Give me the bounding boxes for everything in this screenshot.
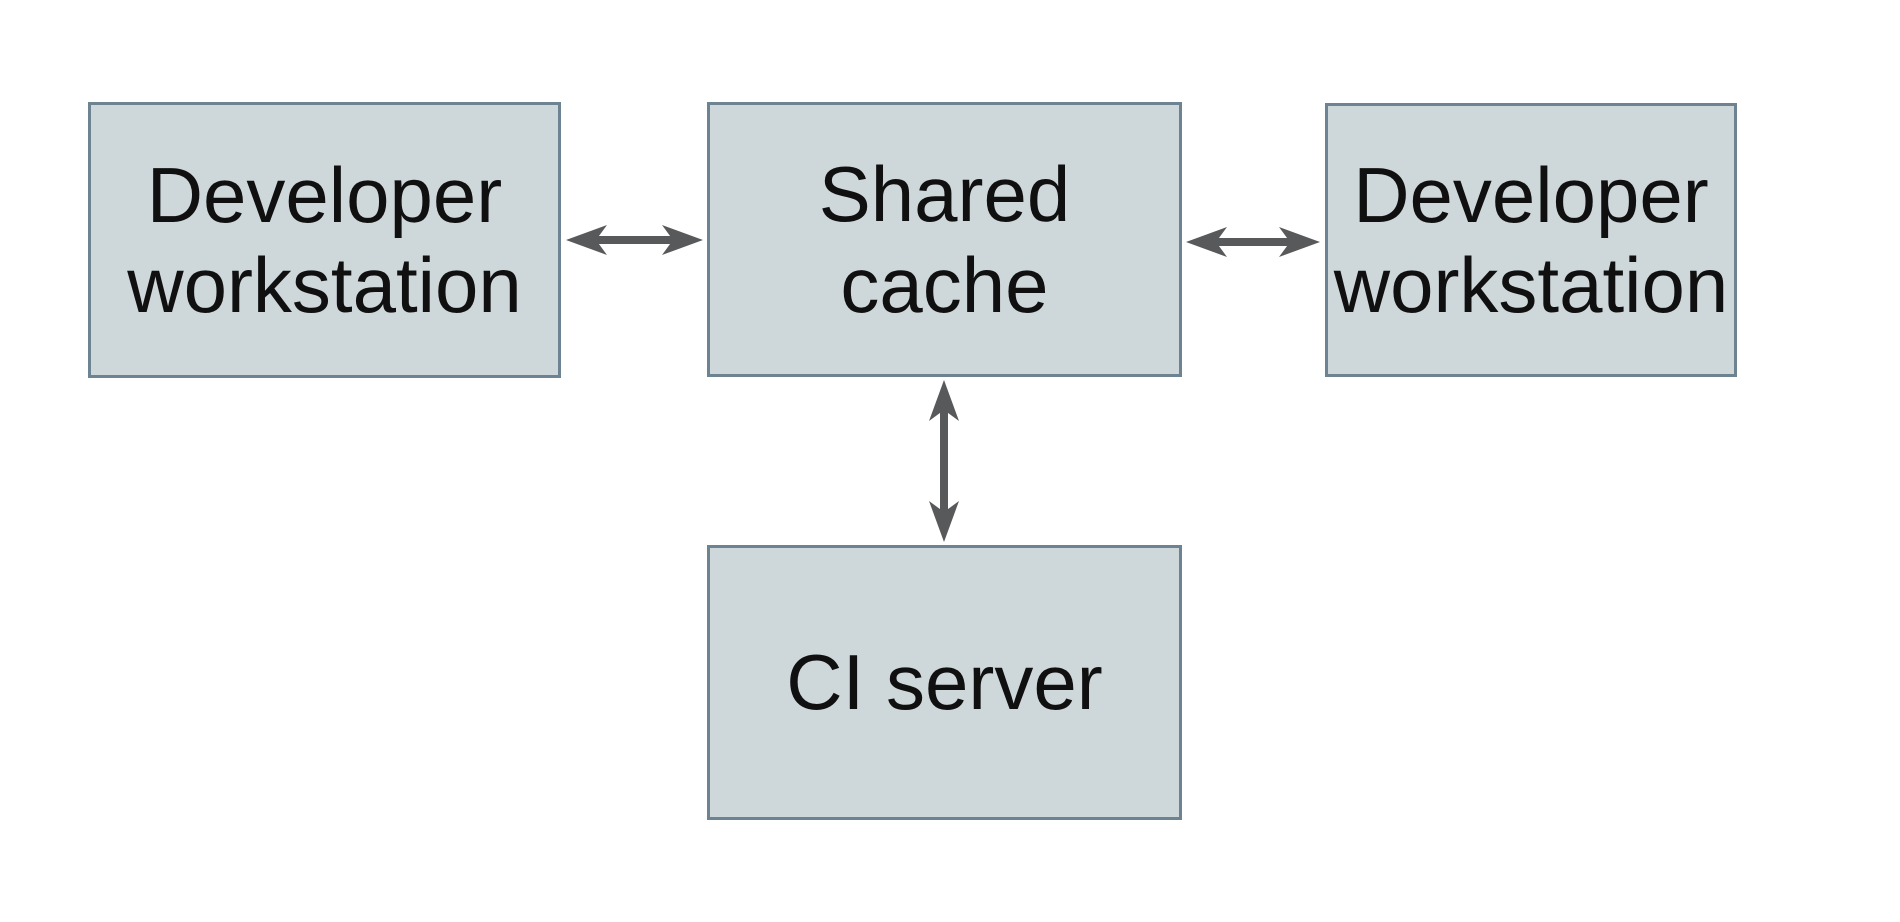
- node-shared-cache-label: Shared cache: [818, 150, 1071, 329]
- node-developer-workstation-left-label: Developer workstation: [127, 150, 522, 329]
- node-developer-workstation-right-label: Developer workstation: [1333, 150, 1729, 329]
- node-developer-workstation-left: Developer workstation: [88, 102, 561, 378]
- arrow-dev-left-shared-cache: [566, 225, 703, 255]
- node-ci-server: CI server: [707, 545, 1182, 820]
- node-shared-cache: Shared cache: [707, 102, 1182, 377]
- arrow-shared-cache-dev-right: [1186, 227, 1320, 257]
- node-ci-server-label: CI server: [786, 638, 1103, 727]
- arrow-shared-cache-ci-server: [929, 380, 959, 542]
- node-developer-workstation-right: Developer workstation: [1325, 103, 1737, 377]
